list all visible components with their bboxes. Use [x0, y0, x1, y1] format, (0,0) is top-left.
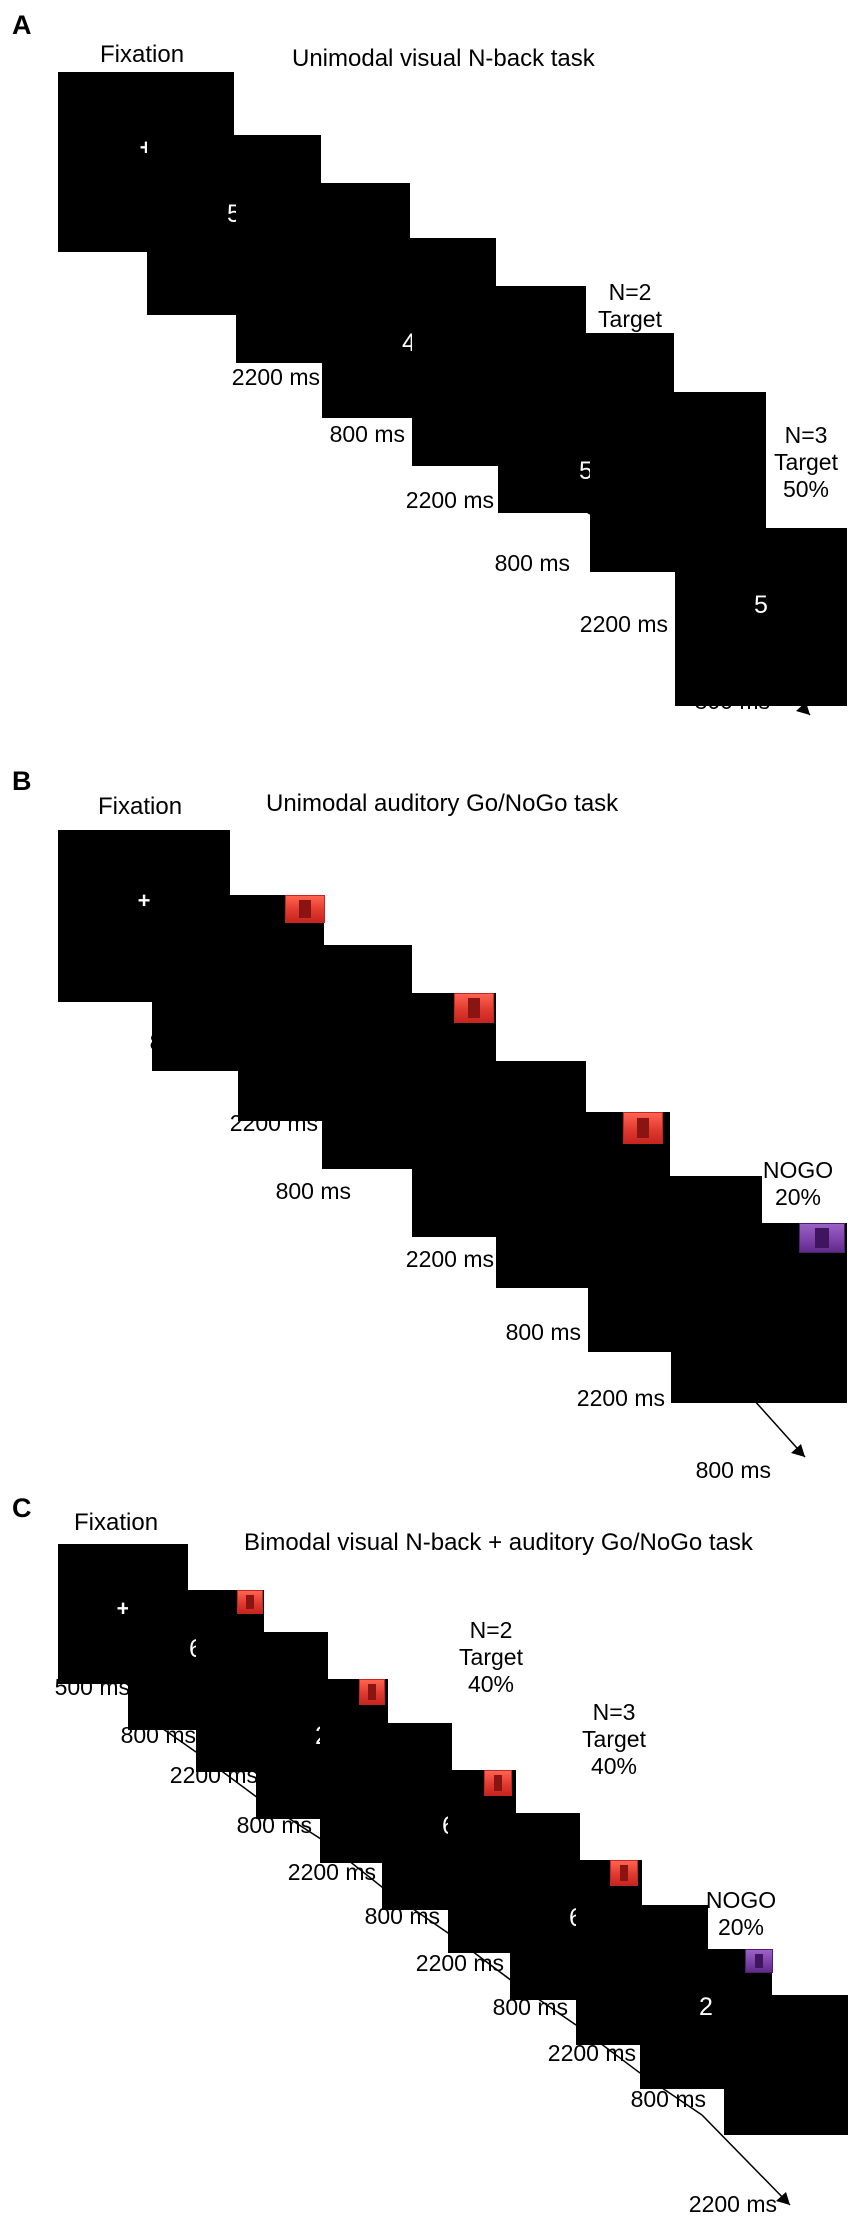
- timing-label: 800 ms: [694, 688, 770, 714]
- panel-title: Bimodal visual N-back + auditory Go/NoGo…: [244, 1529, 753, 1556]
- panel-c: C Fixation Bimodal visual N-back + audit…: [0, 1475, 854, 2217]
- timing-label: 2200 ms: [287, 1859, 376, 1885]
- nogo-note: NOGO 20%: [762, 1157, 834, 1210]
- stimulus-screen: [724, 1995, 848, 2135]
- timing-label: 800 ms: [695, 1457, 771, 1483]
- timing-label: 800 ms: [630, 2086, 706, 2112]
- timing-label: 800 ms: [494, 550, 570, 576]
- red-tone-square-icon: [610, 1860, 638, 1886]
- target-note: N=2 Target 50%: [598, 279, 662, 359]
- purple-tone-square-icon: [745, 1949, 773, 1973]
- timing-label: 800 ms: [275, 1178, 351, 1204]
- timing-label: 2200 ms: [415, 1950, 504, 1976]
- timing-label: 2200 ms: [169, 1762, 258, 1788]
- fixation-cross: +: [116, 1596, 130, 1621]
- red-tone-square-icon: [454, 993, 494, 1023]
- red-tone-square-icon: [285, 895, 325, 923]
- target-note: N=2 Target 40%: [459, 1617, 523, 1697]
- panel-b: B Fixation Unimodal auditory Go/NoGo tas…: [0, 735, 854, 1482]
- timing-label: 800 ms: [149, 1029, 225, 1055]
- timing-label: 500 ms: [74, 965, 150, 991]
- timing-label: 800 ms: [329, 421, 405, 447]
- stimulus-screen: [671, 1223, 847, 1403]
- stimulus-screen: [675, 528, 847, 706]
- timing-label: 2200 ms: [229, 1110, 318, 1136]
- fixation-label: Fixation: [98, 793, 183, 820]
- red-tone-square-icon: [237, 1590, 263, 1614]
- timing-label: 2200 ms: [231, 364, 320, 390]
- nogo-note: NOGO 20%: [705, 1887, 777, 1940]
- panel-letter: A: [12, 10, 32, 40]
- timing-label: 800 ms: [154, 292, 230, 318]
- timing-label: 2200 ms: [576, 1385, 665, 1411]
- red-tone-square-icon: [359, 1679, 385, 1705]
- stimulus-digit: 5: [579, 457, 593, 485]
- red-tone-square-icon: [623, 1112, 663, 1144]
- red-tone-square-icon: [484, 1770, 512, 1796]
- panel-a: A Fixation Unimodal visual N-back task +…: [0, 0, 854, 735]
- timing-label: 800 ms: [505, 1319, 581, 1345]
- arrow-right-icon: [776, 2192, 790, 2205]
- timing-label: 500 ms: [74, 226, 150, 252]
- fixation-label: Fixation: [100, 41, 185, 68]
- panel-title: Unimodal visual N-back task: [292, 45, 595, 72]
- target-note: N=3 Target 40%: [582, 1699, 646, 1779]
- panel-title: Unimodal auditory Go/NoGo task: [266, 790, 619, 817]
- fixation-label: Fixation: [74, 1509, 159, 1536]
- arrow-right-icon: [791, 1444, 805, 1457]
- timing-label: 800 ms: [364, 1903, 440, 1929]
- panel-letter: B: [12, 766, 32, 796]
- timing-label: 2200 ms: [405, 1246, 494, 1272]
- stimulus-digit: 5: [754, 591, 768, 619]
- timing-label: 2200 ms: [688, 2191, 777, 2217]
- timing-label: 2200 ms: [547, 2040, 636, 2066]
- timing-label: 2200 ms: [405, 487, 494, 513]
- target-note: N=3 Target 50%: [774, 422, 838, 502]
- panel-letter: C: [12, 1493, 32, 1523]
- timing-label: 800 ms: [492, 1994, 568, 2020]
- timing-label: 500 ms: [54, 1674, 130, 1700]
- fixation-cross: +: [137, 888, 151, 913]
- purple-tone-square-icon: [799, 1223, 845, 1253]
- timing-label: 800 ms: [236, 1812, 312, 1838]
- stimulus-digit: 2: [699, 1993, 713, 2021]
- timing-label: 800 ms: [120, 1722, 196, 1748]
- timing-label: 2200 ms: [579, 611, 668, 637]
